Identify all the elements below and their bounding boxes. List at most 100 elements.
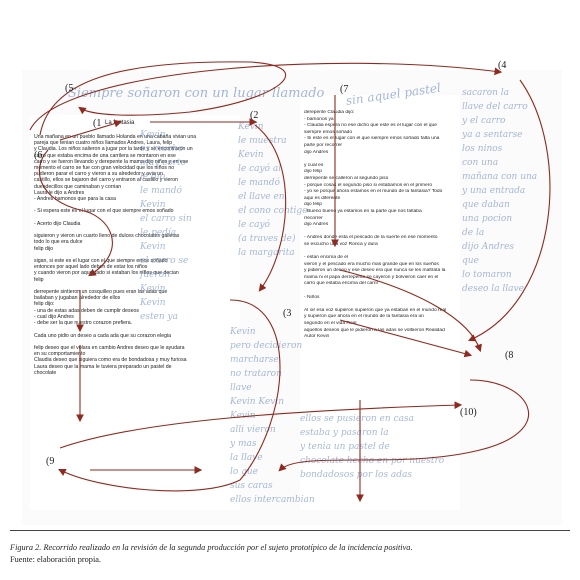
right-page (300, 95, 460, 510)
left-text-line: sigan, si este es el lugar con el que si… (34, 258, 168, 265)
handwriting-line: le mandó (238, 178, 280, 188)
path-8-b (339, 319, 473, 358)
left-text-line: felip (34, 276, 44, 283)
right-text-line: mama ni el papa derrepente se cayeron y … (304, 274, 439, 280)
handwriting-line: el carro se (140, 256, 189, 266)
region-label-8: (8 (505, 350, 514, 361)
right-text-line: - Niños (304, 294, 320, 300)
handwriting-line: la margarita (238, 248, 295, 258)
right-text-line: dijo Andres (304, 222, 329, 228)
handwriting-line: el carro sin (140, 214, 192, 224)
left-text-line: Laura deseo que la mama le tuviera prepa… (34, 363, 172, 370)
left-text-line: carro y se fueron llevando y derepente l… (34, 158, 189, 165)
left-text-line: todo lo que era dulce (34, 239, 83, 246)
handwriting-line: bondadosos por los adas (300, 470, 413, 480)
right-text-line: y pidieron un deseo y ese deseo era que … (304, 268, 446, 274)
handwriting-line: el llave en (238, 192, 285, 202)
left-text-line: Cada uno pidio un deseo a cada ada que s… (34, 332, 171, 339)
left-text-line: Claudia deseo que siguiera como era de b… (34, 357, 187, 364)
handwriting-line: alli vieron (230, 425, 276, 435)
left-text-line: felip dijo: (34, 301, 55, 308)
handwriting-line: y una entrada (462, 186, 526, 196)
handwriting-line: los ninos (462, 144, 503, 154)
handwriting-line: Kevin (238, 150, 264, 160)
path-1 (59, 119, 123, 141)
caption-divider (10, 530, 570, 531)
right-text-line: siempre emos soñado (304, 129, 353, 135)
handwriting-line: marcharse (230, 355, 279, 365)
handwriting-line: lo que (230, 467, 259, 477)
handwriting-line: Kevin (238, 122, 264, 132)
handwriting-line: dijo Andres (462, 242, 515, 252)
handwriting-line: pero decidieron (230, 341, 303, 351)
handwriting-line: Kevin (230, 411, 256, 421)
right-text-line: - Si este es el lugar con el que siempre… (304, 136, 440, 142)
region-label-5: (5 (65, 83, 74, 94)
handwriting-line: esten ya (140, 312, 178, 322)
handwriting-line: ellos intercambian (230, 495, 315, 505)
caption-label: Figura 2. (10, 543, 42, 552)
handwriting-line: deseo la llave (462, 284, 524, 294)
left-text-line: Laura le dijo a Andres (34, 189, 85, 196)
path-2-down (254, 124, 287, 292)
right-text-line: Autor Kevin (304, 334, 330, 340)
left-text-line: entonces por aquel lado deben de estar l… (34, 264, 148, 271)
handwriting-line: le pedía (140, 228, 177, 238)
left-text-line: momento el carro se fue con gran velocid… (34, 165, 175, 172)
left-text-line: - Andres bamonos que para la casa (34, 196, 116, 203)
right-text-line: - estan encima de el (304, 255, 349, 261)
path-10 (278, 379, 529, 472)
right-text-line: se escucho una voz Ronca y dura (304, 241, 378, 247)
left-text-line: felip dijo (34, 245, 54, 252)
handwriting-line: ya a sentarse (462, 130, 523, 140)
region-label-6: (6 (34, 150, 43, 161)
right-text-line: - Bueno bueno ya estamos en la parte que… (304, 208, 422, 214)
path-9 (59, 401, 463, 449)
right-text-line: - bamonos ya (304, 116, 334, 122)
right-text-line: vieron y el pescado era mucho mas grande… (304, 261, 439, 267)
left-text-line: en su comportamiento (34, 351, 86, 358)
handwriting-line: chocolate hecho en por nuestro (300, 456, 445, 466)
region-label-9: (9 (46, 456, 55, 467)
handwriting-line: el cono contigo (238, 206, 308, 216)
caption-text: Recorrido realizado en la revisión de la… (43, 543, 413, 552)
left-text-line: carro que estaba encima de una carrilera… (34, 152, 176, 159)
handwriting-line: y mas (230, 439, 257, 449)
handwriting-line: sus caras (230, 481, 273, 491)
handwriting-line: que (462, 256, 479, 266)
handwriting-line: Kevin (140, 130, 166, 140)
path-5-loop (39, 61, 287, 136)
right-text-line: derepente Claudia dijo: (304, 110, 355, 115)
left-text-line: siguieron y vieron un cuarto lleno de du… (34, 233, 180, 240)
path-6 (38, 149, 113, 277)
left-text-line: - debe ser la que nuestro corazon prefie… (34, 320, 133, 327)
left-text-line: y cuando vieron por aquel lado si estaba… (34, 270, 179, 277)
left-text-line: derrepente sintieron un cosquilleo pues … (34, 289, 168, 296)
region-label-4: (4 (498, 60, 507, 71)
handwriting-line: llave (230, 383, 252, 393)
handwriting-line: Kevin Kevin (230, 397, 284, 407)
handwriting-line: le dio (140, 172, 166, 182)
handwriting-line: ellos se pusieron en casa (300, 414, 414, 424)
right-text-line: - Claudia espera no ese dicho que este e… (304, 123, 437, 129)
left-page (30, 115, 240, 510)
region-label-10: (10) (460, 407, 477, 418)
right-text-line: aquellos deseos que le pidieron a las ad… (304, 327, 445, 333)
handwriting-line: no trataron (230, 369, 282, 379)
handwriting-line: Kevin (140, 200, 166, 210)
region-label-2: (2 (250, 110, 259, 121)
handwriting-line: es mucho (140, 144, 184, 154)
handwriting-line: con una (462, 158, 499, 168)
left-text-line: - Si espera este es el lugar con el que … (34, 208, 174, 215)
handwriting-line: le mandó (140, 186, 182, 196)
handwriting-line: le muestra (238, 136, 287, 146)
left-text-line: y Claudia. Los niños salieron a jugar po… (34, 146, 193, 153)
left-text-line: - Acerto dijo Claudia (34, 220, 81, 227)
figure-caption: Figura 2. Recorrido realizado en la revi… (10, 542, 570, 566)
right-text-line: parte por recorrer (304, 142, 343, 148)
left-text-line: pareja que tenian cuatro niños llamados … (34, 140, 173, 147)
